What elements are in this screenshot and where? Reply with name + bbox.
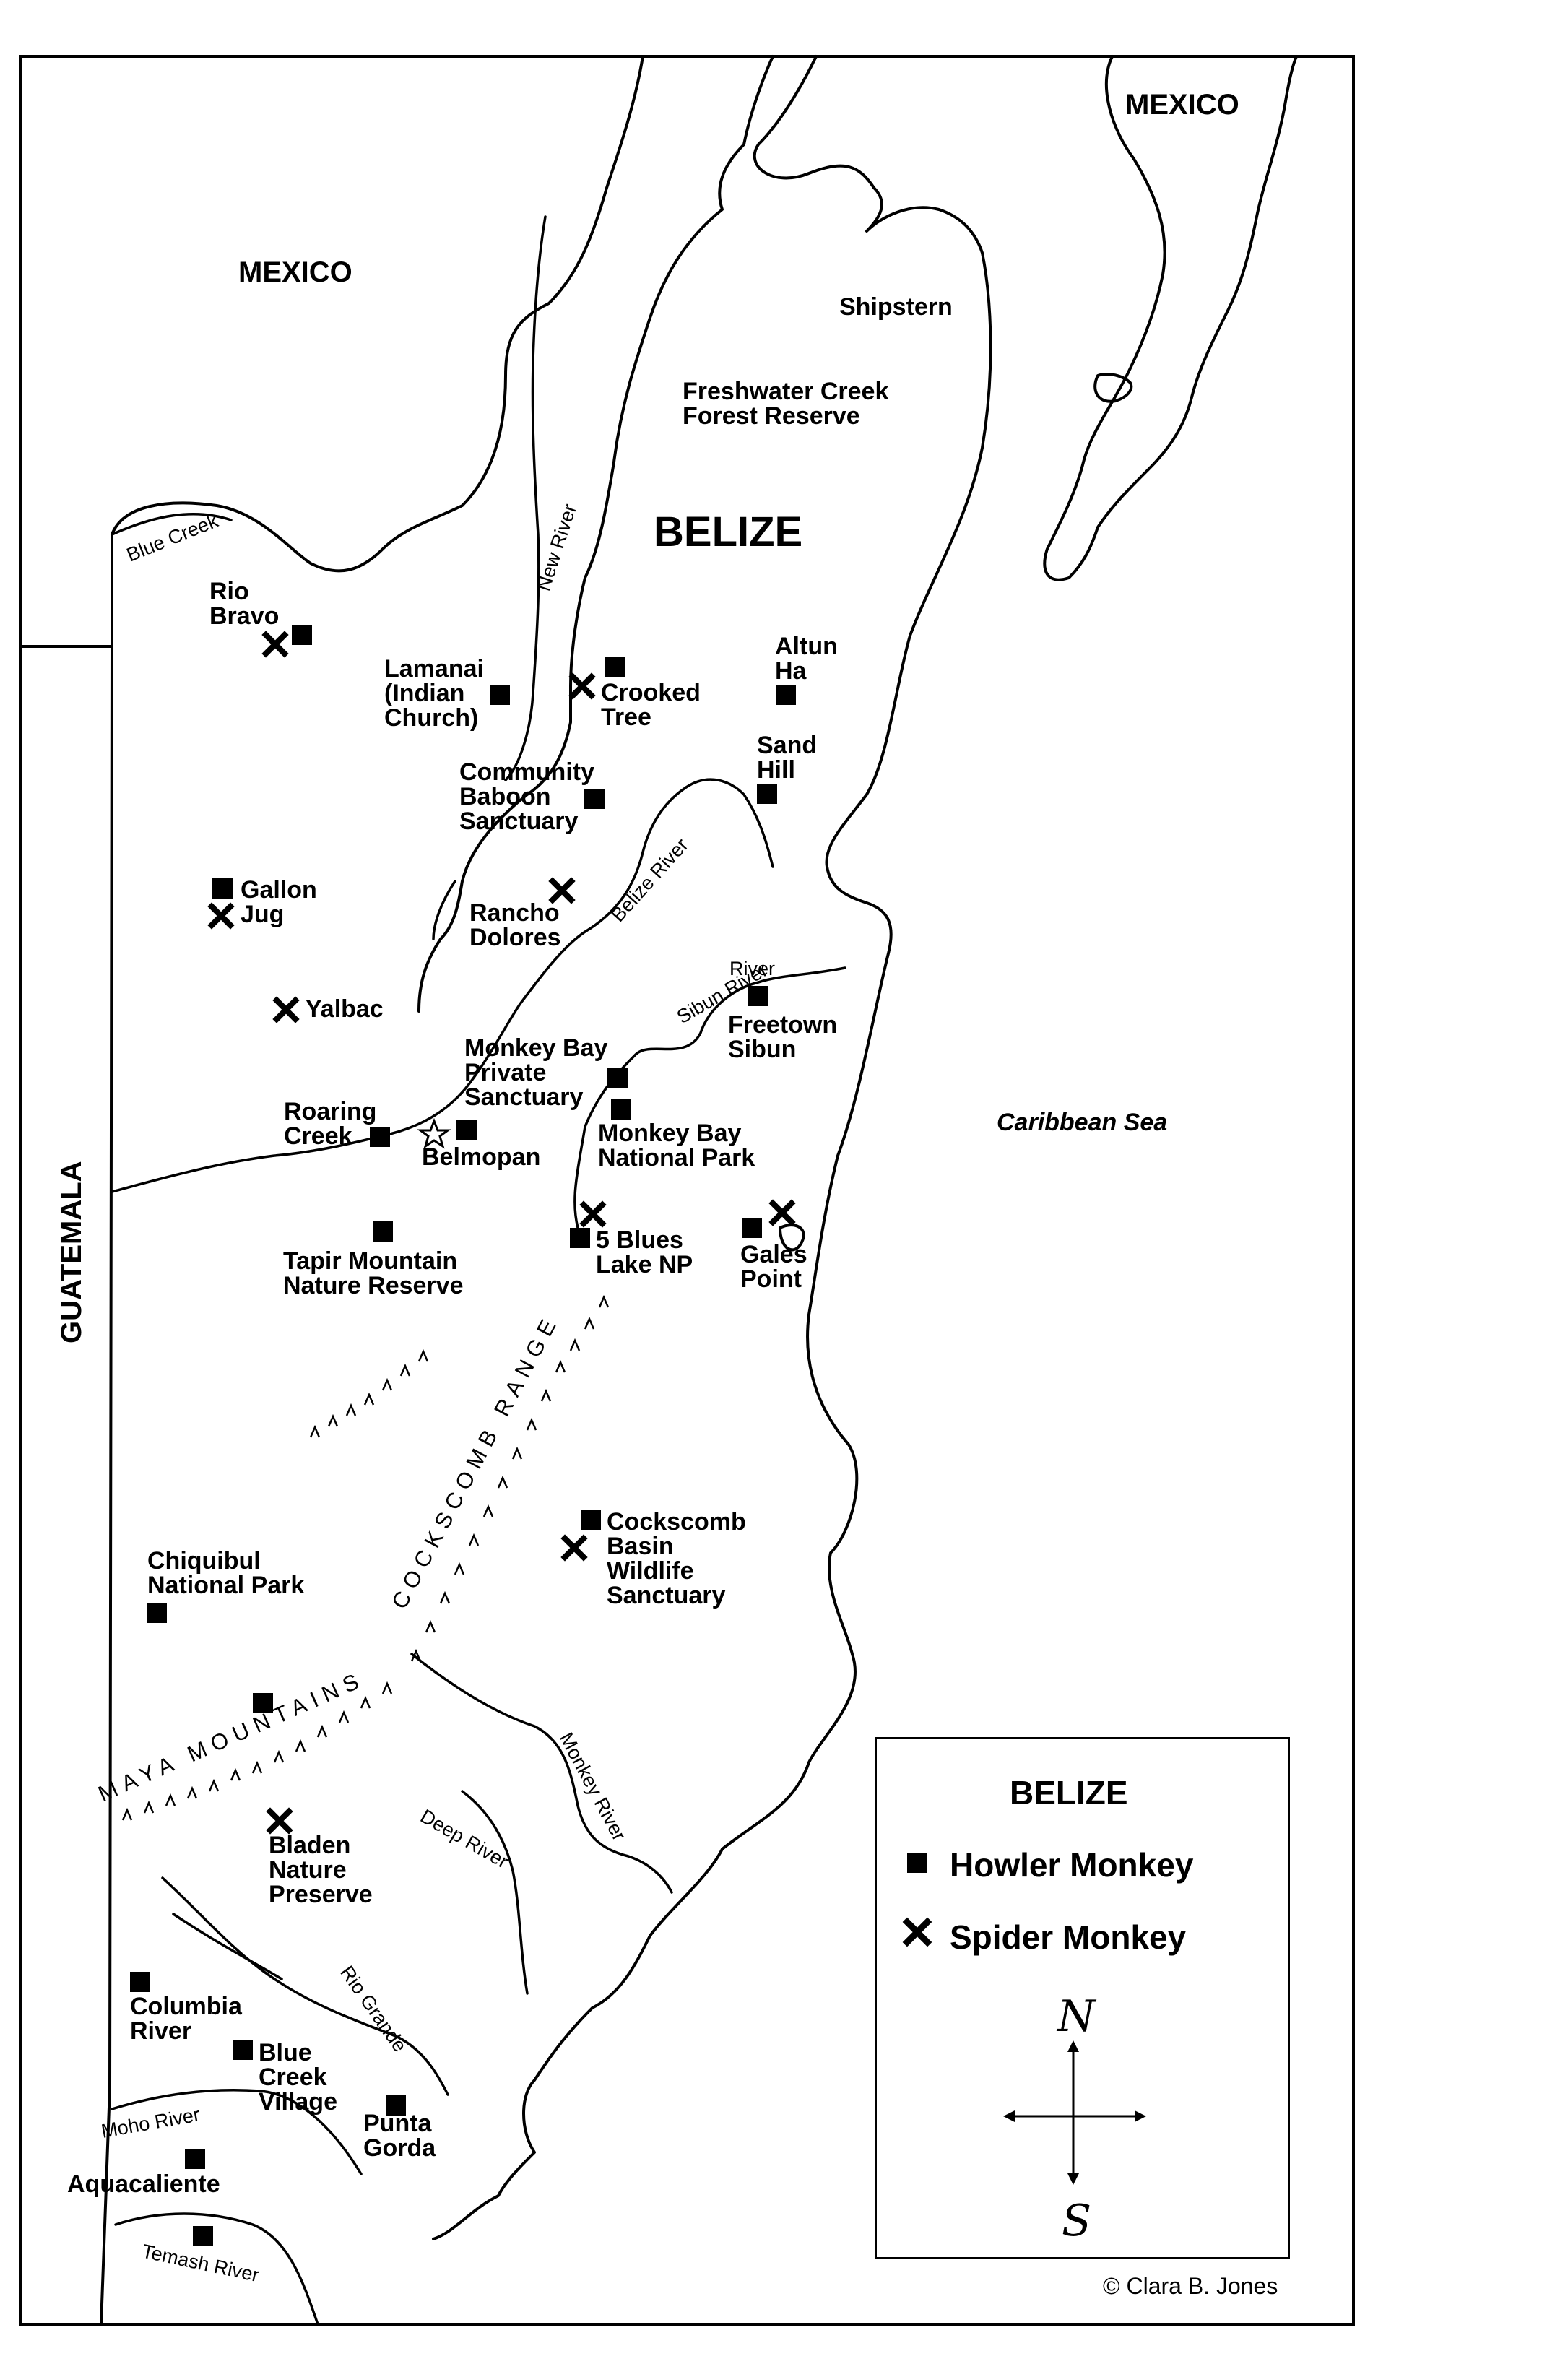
spider-marker bbox=[270, 1811, 289, 1830]
country-label-guatemala: GUATEMALA bbox=[56, 1161, 87, 1343]
river-label-belize-river: Belize River bbox=[607, 834, 693, 926]
place-label-aquacaliente: Aquacaliente bbox=[67, 2170, 220, 2198]
place-label-yalbac: Yalbac bbox=[306, 995, 384, 1023]
howler-marker bbox=[490, 685, 510, 705]
credit-text: © Clara B. Jones bbox=[1103, 2273, 1278, 2299]
legend-box bbox=[875, 1737, 1290, 2259]
range-label-maya-mountains: MAYA MOUNTAINS bbox=[95, 1666, 369, 1807]
spider-marker bbox=[584, 1205, 602, 1224]
river-label-deep-river: Deep River bbox=[417, 1805, 512, 1873]
capital-star-icon bbox=[417, 1117, 451, 1149]
howler-marker bbox=[605, 657, 625, 677]
map-border bbox=[19, 55, 1355, 2326]
legend-howler-icon bbox=[907, 1853, 927, 1873]
howler-marker bbox=[748, 986, 768, 1006]
river-label-temash-river: Temash River bbox=[140, 2240, 261, 2287]
howler-marker bbox=[292, 625, 312, 645]
rivers bbox=[111, 215, 846, 2326]
howler-marker bbox=[776, 685, 796, 705]
howler-marker bbox=[456, 1120, 477, 1140]
howler-marker bbox=[185, 2149, 205, 2169]
howler-marker bbox=[584, 789, 605, 809]
howler-marker bbox=[386, 2095, 406, 2116]
spider-marker bbox=[773, 1203, 792, 1222]
spider-marker bbox=[277, 1000, 295, 1019]
place-label-belmopan: Belmopan bbox=[422, 1143, 540, 1171]
river-label-blue-creek: Blue Creek bbox=[124, 510, 222, 566]
spider-marker bbox=[212, 906, 230, 925]
howler-marker bbox=[570, 1228, 590, 1248]
howler-marker bbox=[607, 1068, 628, 1088]
spider-marker bbox=[553, 881, 571, 900]
sea-label: Caribbean Sea bbox=[997, 1109, 1167, 1136]
spider-marker bbox=[565, 1538, 584, 1557]
country-label-mexico-west: MEXICO bbox=[238, 256, 352, 288]
legend-title: BELIZE bbox=[1010, 1774, 1128, 1811]
river-label-monkey-river: Monkey River bbox=[555, 1729, 631, 1845]
political-borders bbox=[20, 534, 113, 2325]
legend-howler-label: Howler Monkey bbox=[950, 1846, 1194, 1884]
howler-marker bbox=[373, 1221, 393, 1242]
coastlines bbox=[111, 55, 1298, 2240]
range-label-cockscomb: COCKSCOMB RANGE bbox=[386, 1309, 564, 1613]
river-label-rio-grande: Rio Grande bbox=[336, 1962, 411, 2056]
mountain-marks bbox=[121, 1294, 610, 1821]
legend-spider-label: Spider Monkey bbox=[950, 1918, 1187, 1956]
country-label-mexico-east: MEXICO bbox=[1125, 89, 1239, 121]
country-label-belize: BELIZE bbox=[654, 508, 802, 555]
howler-marker bbox=[370, 1127, 390, 1147]
spider-marker bbox=[573, 677, 592, 696]
howler-marker bbox=[757, 784, 777, 804]
howler-marker bbox=[233, 2040, 253, 2060]
howler-marker bbox=[130, 1972, 150, 1992]
compass-north-label: N bbox=[1056, 1991, 1097, 2042]
howler-marker bbox=[581, 1510, 601, 1530]
howler-marker bbox=[611, 1099, 631, 1120]
place-label-shipstern: Shipstern bbox=[839, 293, 953, 321]
howler-marker bbox=[742, 1218, 762, 1238]
legend: BELIZE Howler Monkey Spider Monkey N S bbox=[875, 1737, 1290, 2259]
howler-marker bbox=[253, 1693, 273, 1713]
river-label-sibun-river-2: River bbox=[729, 958, 775, 979]
howler-marker bbox=[193, 2226, 213, 2246]
howler-marker bbox=[212, 878, 233, 899]
howler-marker bbox=[147, 1603, 167, 1623]
legend-spider-icon bbox=[902, 1917, 932, 1947]
compass-south-label: S bbox=[1062, 2196, 1091, 2246]
spider-marker bbox=[266, 635, 285, 654]
compass-rose-icon bbox=[1003, 2040, 1146, 2185]
